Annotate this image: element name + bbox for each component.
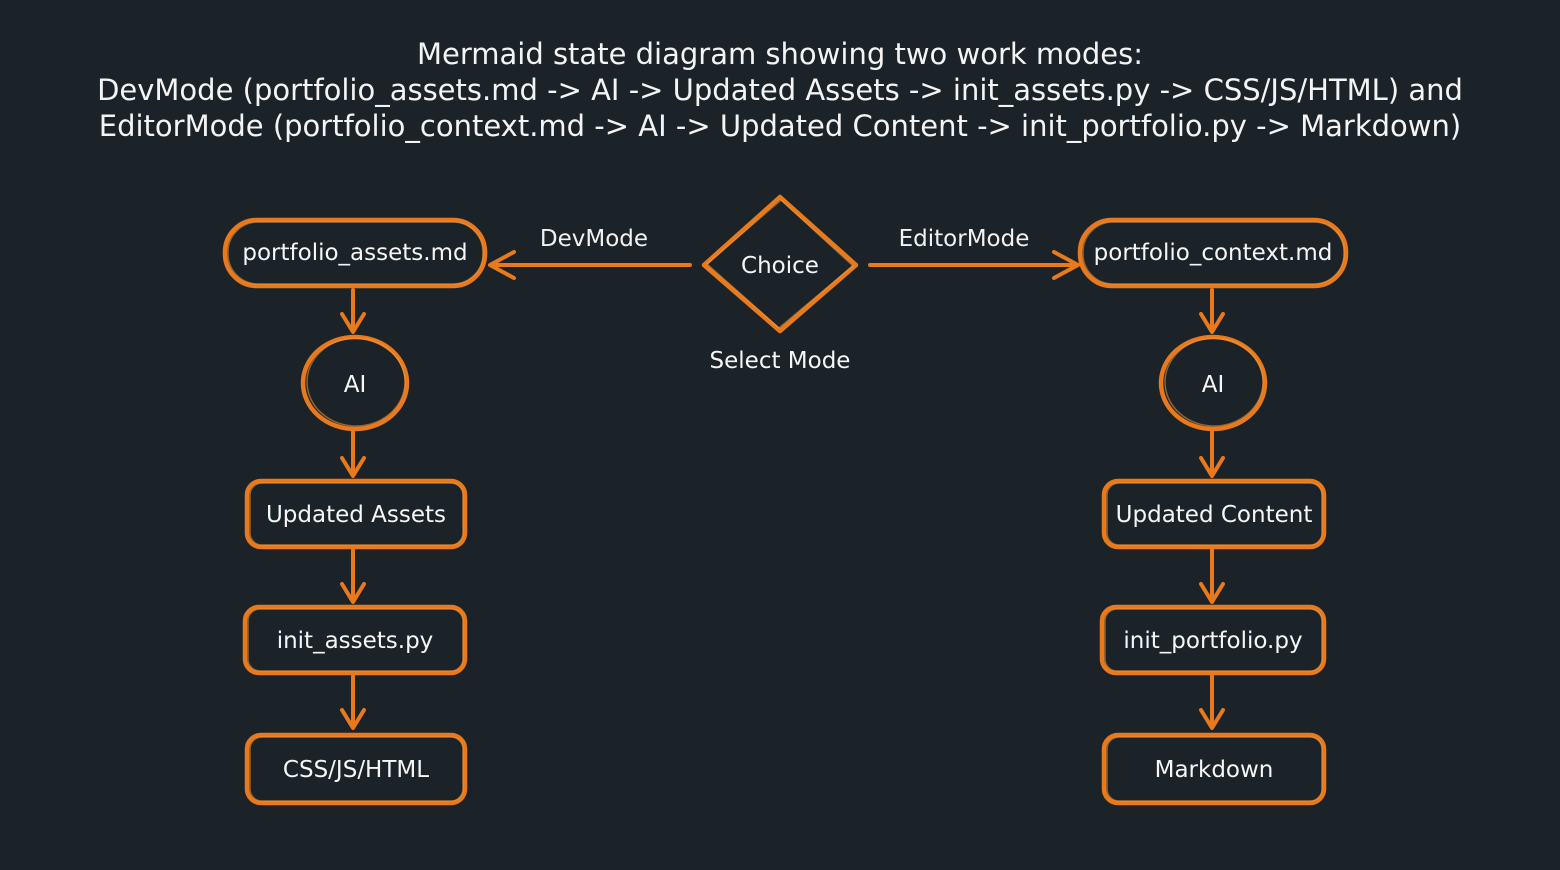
node-portfolio-assets-label: portfolio_assets.md xyxy=(242,240,467,266)
edge-devmode-label: DevMode xyxy=(540,226,648,252)
edge-devmode-arrowhead xyxy=(488,250,516,280)
title-line-1: Mermaid state diagram showing two work m… xyxy=(417,37,1143,71)
node-init-portfolio-sketch xyxy=(1104,608,1323,672)
node-markdown: Markdown xyxy=(1101,732,1327,806)
node-updated-content-box xyxy=(1101,478,1327,550)
title-line-3: EditorMode (portfolio_context.md -> AI -… xyxy=(99,109,1461,143)
node-init-assets-sketch xyxy=(247,608,464,672)
node-css-js-html-label: CSS/JS/HTML xyxy=(283,757,429,783)
node-editor-ai-sketch xyxy=(1164,337,1264,427)
edge-dev-1-arrowhead xyxy=(340,312,366,334)
node-css-js-html: CSS/JS/HTML xyxy=(244,732,468,806)
node-dev-ai-circle xyxy=(300,334,410,432)
node-updated-content: Updated Content xyxy=(1101,478,1327,550)
node-init-assets-label: init_assets.py xyxy=(277,628,434,654)
node-css-js-html-box xyxy=(244,732,468,806)
edge-editor-4-arrowhead xyxy=(1199,708,1225,730)
node-markdown-sketch xyxy=(1106,736,1323,802)
edge-editormode-label: EditorMode xyxy=(899,226,1030,252)
edge-editor-3-arrowhead xyxy=(1199,582,1225,604)
node-updated-assets-sketch xyxy=(249,482,464,546)
edge-editor-2-arrowhead xyxy=(1199,456,1225,478)
node-updated-content-label: Updated Content xyxy=(1116,502,1313,528)
devmode-branch: portfolio_assets.md AI Updated Assets in… xyxy=(222,217,488,806)
node-updated-assets-label: Updated Assets xyxy=(266,502,446,528)
edge-editormode-arrowhead xyxy=(1052,250,1080,280)
editormode-branch: portfolio_context.md AI Updated Content … xyxy=(1077,217,1349,806)
node-portfolio-context: portfolio_context.md xyxy=(1077,217,1349,289)
node-portfolio-assets-box xyxy=(222,217,488,289)
choice-node: Choice Select Mode xyxy=(701,194,859,374)
node-updated-assets-box xyxy=(244,478,468,550)
edge-editor-1-arrowhead xyxy=(1199,312,1225,334)
edge-dev-4-arrowhead xyxy=(340,708,366,730)
diagram-title: Mermaid state diagram showing two work m… xyxy=(97,37,1463,143)
node-init-assets-box xyxy=(242,604,468,676)
node-editor-ai-circle xyxy=(1158,334,1268,432)
choice-diamond-sketch xyxy=(705,198,855,329)
node-portfolio-assets-sketch xyxy=(227,221,484,285)
node-updated-assets: Updated Assets xyxy=(244,478,468,550)
edge-dev-3-arrowhead xyxy=(340,582,366,604)
node-portfolio-assets: portfolio_assets.md xyxy=(222,217,488,289)
node-init-assets: init_assets.py xyxy=(242,604,468,676)
node-init-portfolio: init_portfolio.py xyxy=(1099,604,1327,676)
node-init-portfolio-box xyxy=(1099,604,1327,676)
choice-diamond xyxy=(701,194,859,334)
node-editor-ai-label: AI xyxy=(1202,372,1225,398)
node-portfolio-context-sketch xyxy=(1082,221,1345,285)
node-dev-ai: AI xyxy=(300,334,410,432)
node-css-js-html-sketch xyxy=(249,736,464,802)
choice-caption: Select Mode xyxy=(710,348,851,374)
node-portfolio-context-box xyxy=(1077,217,1349,289)
node-editor-ai: AI xyxy=(1158,334,1268,432)
choice-label: Choice xyxy=(741,253,819,279)
node-markdown-box xyxy=(1101,732,1327,806)
node-dev-ai-sketch xyxy=(306,337,406,427)
edge-dev-2-arrowhead xyxy=(340,456,366,478)
node-markdown-label: Markdown xyxy=(1155,757,1274,783)
title-line-2: DevMode (portfolio_assets.md -> AI -> Up… xyxy=(97,73,1463,107)
node-init-portfolio-label: init_portfolio.py xyxy=(1123,628,1302,654)
node-updated-content-sketch xyxy=(1106,482,1323,546)
edge-editormode: EditorMode xyxy=(868,226,1080,280)
node-dev-ai-label: AI xyxy=(344,372,367,398)
node-portfolio-context-label: portfolio_context.md xyxy=(1094,240,1333,266)
edge-devmode: DevMode xyxy=(488,226,692,280)
